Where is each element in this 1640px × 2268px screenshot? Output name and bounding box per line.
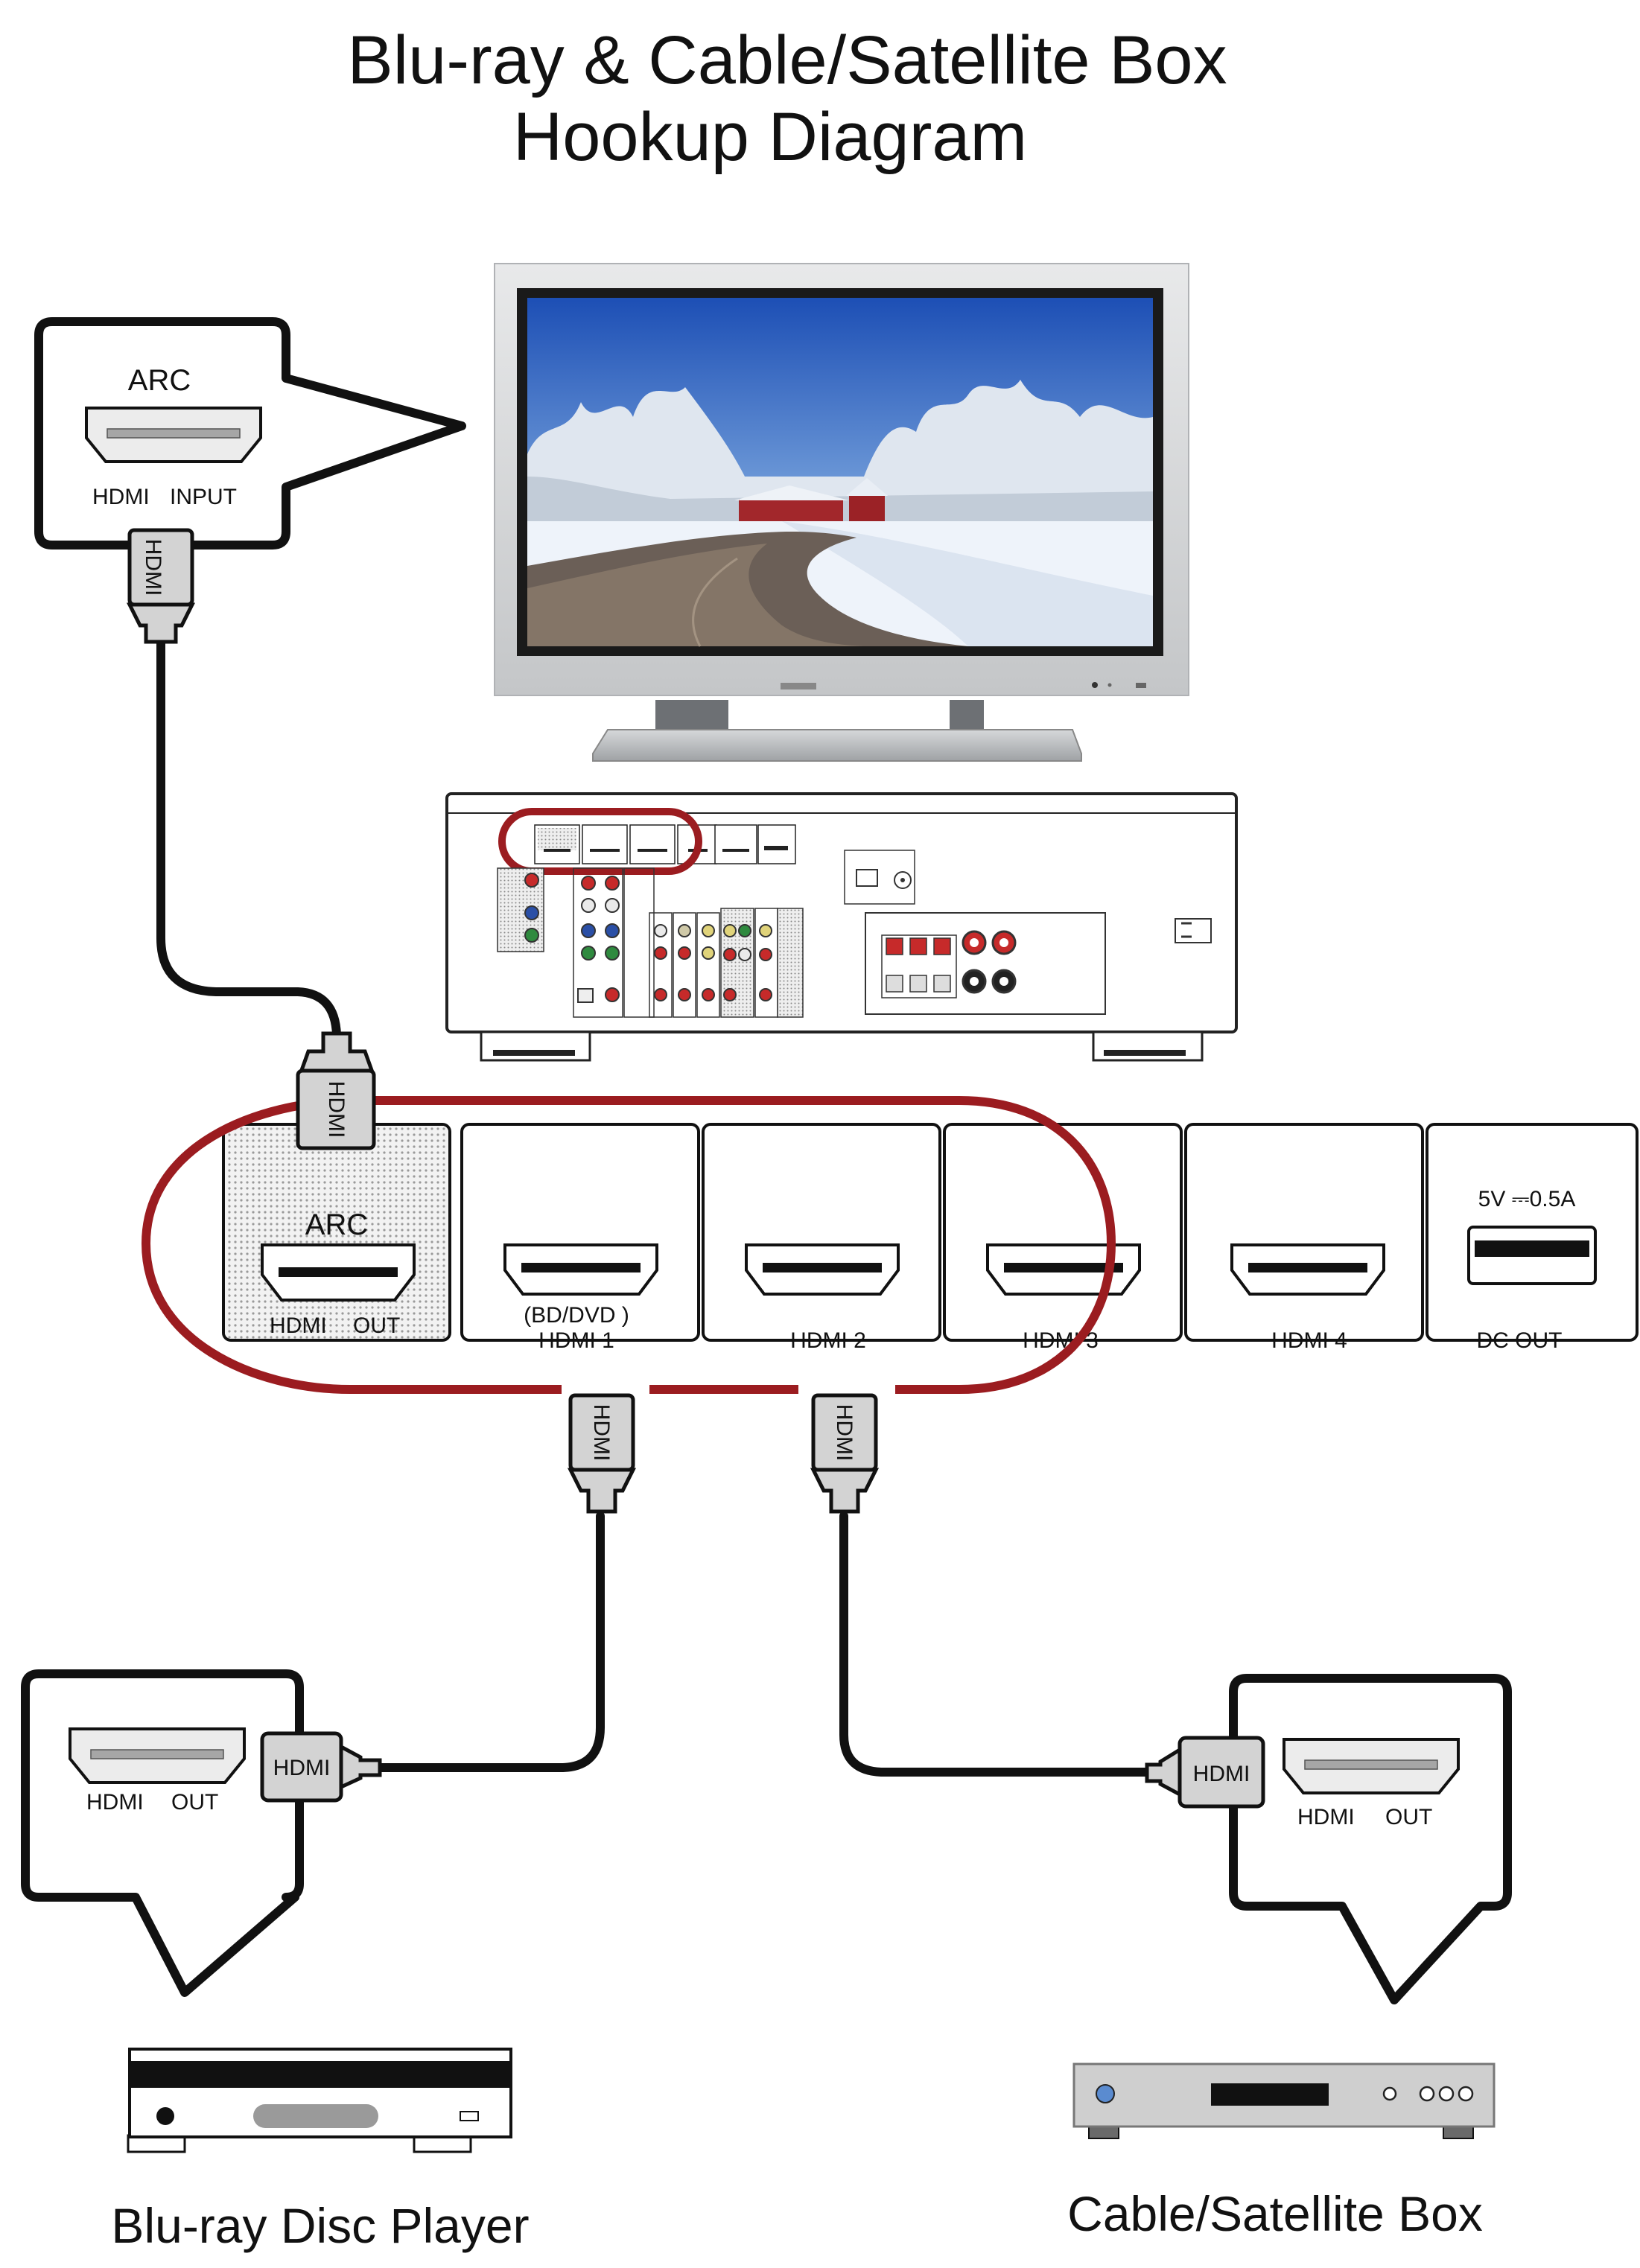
receiver-port-4-label: HDMI 4 <box>1271 1328 1347 1353</box>
receiver-port-1-label: HDMI 1 <box>538 1328 614 1353</box>
cable-bluray-to-receiver <box>372 1512 605 1772</box>
hdmi-plug-tv-label: HDMI <box>141 539 165 596</box>
cable-box-output-callout: HDMI OUT <box>1229 1674 1512 2004</box>
hdmi-2-port-icon <box>745 1243 900 1296</box>
cable-box-label: Cable/Satellite Box <box>1067 2186 1483 2241</box>
receiver-port-1-top-label: (BD/DVD ) <box>524 1303 629 1328</box>
title-line-1: Blu-ray & Cable/Satellite Box <box>347 22 1227 98</box>
tv-hdmi-input-port-icon[interactable] <box>85 407 262 463</box>
receiver-port-5-label: DC OUT <box>1477 1328 1563 1353</box>
hdmi-cables <box>156 636 1156 1777</box>
hdmi-plug-tv: HDMI <box>126 528 196 644</box>
hdmi-plug-bluray-label: HDMI <box>273 1756 331 1780</box>
tv-port-label-left: HDMI <box>92 485 150 509</box>
bluray-output-callout: HDMI OUT <box>21 1669 304 1997</box>
receiver-port-0-label-left: HDMI <box>270 1313 327 1338</box>
cable-box-port-label-right: OUT <box>1385 1805 1432 1829</box>
cable-cablebox-to-receiver <box>839 1512 1156 1777</box>
cable-box-port-label-left: HDMI <box>1297 1805 1355 1829</box>
hdmi-plug-hdmi1-label: HDMI <box>589 1404 614 1462</box>
hdmi-plug-cable-box-label: HDMI <box>1193 1762 1250 1786</box>
hdmi-plug-hdmi2: HDMI <box>810 1393 880 1514</box>
bluray-player-icon <box>127 2048 512 2153</box>
hdmi-plug-bluray: HDMI <box>260 1731 382 1803</box>
bluray-hdmi-out-port-icon[interactable] <box>69 1727 246 1784</box>
hdmi-out-arc-port-icon <box>261 1243 416 1302</box>
tv-icon <box>494 263 1189 762</box>
title-line-2: Hookup Diagram <box>513 99 1027 175</box>
dc-out-rating-label: 5V ⎓0.5A <box>1478 1187 1576 1211</box>
receiver-port-2-label: HDMI 2 <box>790 1328 866 1353</box>
receiver-port-hdmi-4[interactable]: HDMI 4 <box>1193 1243 1415 1353</box>
hdmi-3-port-icon <box>986 1243 1141 1296</box>
cable-box-hdmi-out-port-icon[interactable] <box>1283 1738 1460 1794</box>
tv-input-callout: ARC HDMI INPUT <box>34 317 466 550</box>
av-receiver-icon <box>445 792 1238 1062</box>
bluray-port-label-right: OUT <box>171 1790 218 1815</box>
hdmi-plug-hdmi2-label: HDMI <box>832 1404 856 1462</box>
receiver-port-hdmi-2[interactable]: HDMI 2 <box>711 1243 932 1353</box>
hdmi-plug-hdmi1: HDMI <box>567 1393 637 1514</box>
receiver-port-0-label-right: OUT <box>353 1313 400 1338</box>
hdmi-4-port-icon <box>1230 1243 1385 1296</box>
cable-box-icon <box>1072 2062 1496 2139</box>
receiver-arc-label: ARC <box>305 1208 368 1241</box>
tv-port-label-right: INPUT <box>170 485 237 509</box>
receiver-port-dc-out[interactable]: 5V ⎓0.5A DC OUT <box>1434 1187 1630 1353</box>
receiver-port-hdmi-out[interactable]: ARC HDMI OUT <box>261 1208 416 1338</box>
bluray-player-label: Blu-ray Disc Player <box>111 2198 529 2253</box>
cable-tv-to-receiver <box>156 636 341 1044</box>
usb-port-icon <box>1467 1226 1597 1285</box>
hdmi-1-port-icon <box>503 1243 658 1296</box>
bluray-port-label-left: HDMI <box>86 1790 144 1815</box>
hdmi-plug-receiver: HDMI <box>296 1031 376 1150</box>
tv-arc-label: ARC <box>128 364 191 397</box>
hdmi-plug-cable-box: HDMI <box>1145 1736 1265 1809</box>
hdmi-plug-receiver-label: HDMI <box>324 1081 349 1138</box>
receiver-port-hdmi-1[interactable]: (BD/DVD ) HDMI 1 <box>469 1243 691 1353</box>
